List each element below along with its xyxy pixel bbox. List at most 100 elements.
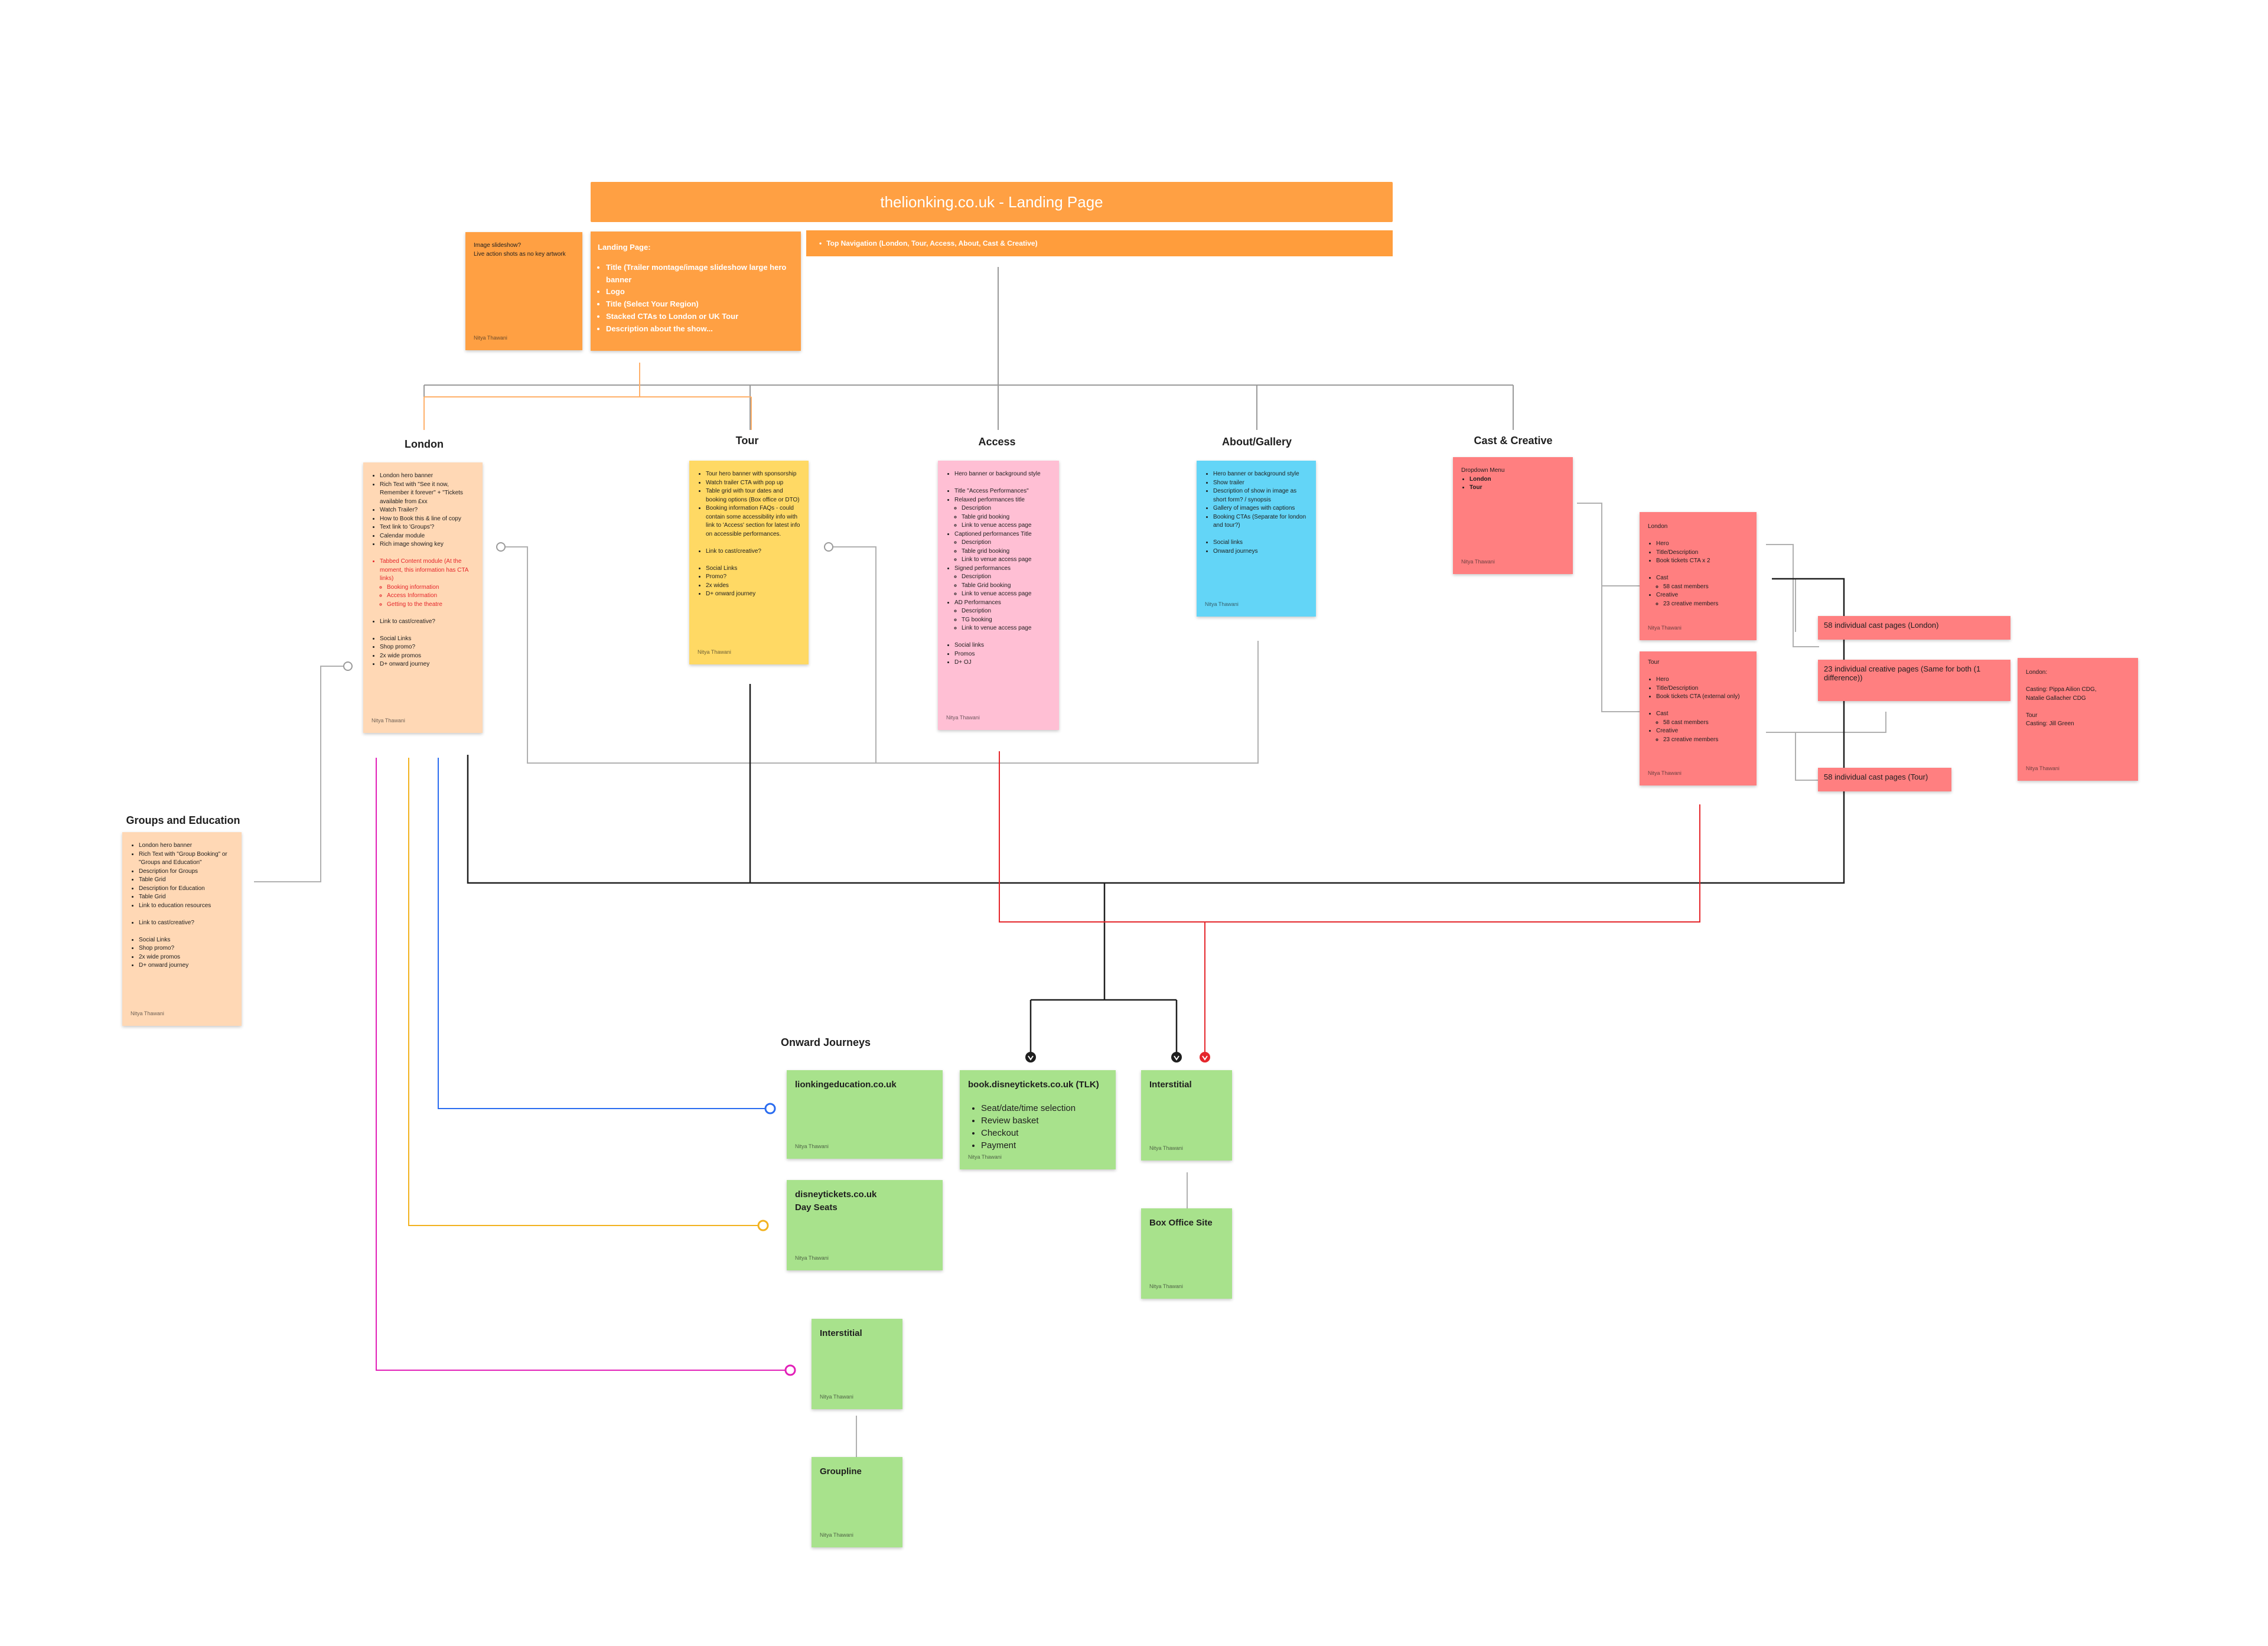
cast-london-list-b: Cast 58 cast members Creative 23 creativ… bbox=[1648, 574, 1748, 608]
list-item: TG booking bbox=[962, 616, 1051, 625]
cast-tour-list-b: Cast 58 cast members Creative 23 creativ… bbox=[1648, 710, 1748, 744]
list-item: Tour hero banner with sponsorship bbox=[706, 470, 800, 479]
cast-london-title: London bbox=[1648, 523, 1668, 530]
author-label: Nitya Thawani bbox=[1461, 558, 1495, 565]
list-item: AD Performances Description TG booking L… bbox=[954, 599, 1051, 633]
list-item: Title "Access Performances" bbox=[954, 487, 1051, 496]
tag-cast-tour: 58 individual cast pages (Tour) bbox=[1818, 768, 1951, 791]
list-item-label: AD Performances bbox=[954, 599, 1001, 606]
list-item: Social links bbox=[1213, 539, 1308, 547]
section-title-about: About/Gallery bbox=[1221, 436, 1292, 448]
list-item: Description bbox=[962, 504, 1051, 513]
groups-note: London hero banner Rich Text with "Group… bbox=[122, 832, 242, 1026]
list-item: Social Links bbox=[139, 936, 233, 945]
london-list-b: Link to cast/creative? bbox=[372, 618, 474, 627]
list-item: 2x wides bbox=[706, 582, 800, 591]
list-item: Rich Text with "Group Booking" or "Group… bbox=[139, 850, 233, 868]
list-item: Social Links bbox=[706, 565, 800, 573]
list-item: Title (Trailer montage/image slideshow l… bbox=[606, 262, 794, 286]
list-item: Link to education resources bbox=[139, 902, 233, 911]
author-label: Nitya Thawani bbox=[131, 1010, 164, 1016]
list-item: Hero bbox=[1656, 676, 1748, 685]
list-item: Hero bbox=[1656, 540, 1748, 549]
list-item: Review basket bbox=[981, 1114, 1107, 1127]
london-list-tabbed: Tabbed Content module (At the moment, th… bbox=[372, 558, 474, 609]
list-item: Table grid booking bbox=[962, 547, 1051, 556]
list-item: Link to cast/creative? bbox=[380, 618, 474, 627]
cast-tour-list: Hero Title/Description Book tickets CTA … bbox=[1648, 676, 1748, 702]
note-title: Groupline bbox=[820, 1466, 862, 1476]
list-item-label: Relaxed performances title bbox=[954, 496, 1025, 503]
casting-tour-title: Tour bbox=[2026, 712, 2038, 719]
list-item: Hero banner or background style bbox=[1213, 470, 1308, 479]
list-item: D+ OJ bbox=[954, 659, 1051, 667]
list-item: 2x wide promos bbox=[380, 652, 474, 661]
list-item: Tour bbox=[1469, 484, 1565, 493]
tour-list-b: Link to cast/creative? bbox=[698, 547, 800, 556]
london-list-c: Social Links Shop promo? 2x wide promos … bbox=[372, 635, 474, 669]
list-item: Link to venue access page bbox=[962, 590, 1051, 599]
list-item: London bbox=[1469, 475, 1565, 484]
list-item: Link to cast/creative? bbox=[706, 547, 800, 556]
image-note-line2: Live action shots as no key artwork bbox=[474, 250, 566, 258]
list-item: Book tickets CTA x 2 bbox=[1656, 557, 1748, 566]
list-item: Description for Education bbox=[139, 885, 233, 894]
interstitial-groups-note: Interstitial Nitya Thawani bbox=[812, 1319, 902, 1409]
author-label: Nitya Thawani bbox=[968, 1153, 1002, 1160]
list-item: Signed performances Description Table Gr… bbox=[954, 565, 1051, 599]
section-title-groups: Groups and Education bbox=[126, 814, 240, 826]
list-item: Text link to 'Groups'? bbox=[380, 523, 474, 532]
cast-tour-note: Tour Hero Title/Description Book tickets… bbox=[1640, 651, 1757, 785]
author-label: Nitya Thawani bbox=[820, 1531, 853, 1538]
list-item: Link to venue access page bbox=[962, 556, 1051, 565]
author-label: Nitya Thawani bbox=[474, 334, 507, 341]
list-item: Stacked CTAs to London or UK Tour bbox=[606, 311, 794, 323]
section-title-cast: Cast & Creative bbox=[1474, 435, 1553, 446]
tag-cast-london: 58 individual cast pages (London) bbox=[1818, 616, 2010, 640]
top-navigation-text: Top Navigation (London, Tour, Access, Ab… bbox=[826, 239, 1038, 247]
author-label: Nitya Thawani bbox=[946, 714, 980, 721]
section-title-tour: Tour bbox=[735, 435, 759, 446]
list-item: Book tickets CTA (external only) bbox=[1656, 693, 1748, 702]
author-label: Nitya Thawani bbox=[372, 717, 405, 723]
list-item: 58 cast members bbox=[1663, 719, 1748, 728]
note-title: Interstitial bbox=[820, 1328, 862, 1338]
casting-london-title: London: bbox=[2026, 669, 2048, 676]
list-item: Title/Description bbox=[1656, 549, 1748, 558]
list-item: Getting to the theatre bbox=[387, 601, 474, 609]
list-item: Link to cast/creative? bbox=[139, 919, 233, 928]
list-item: Table Grid bbox=[139, 893, 233, 902]
list-item: Description for Groups bbox=[139, 868, 233, 876]
list-item: Description bbox=[962, 539, 1051, 547]
casting-london-line: Natalie Gallacher CDG bbox=[2026, 695, 2086, 702]
list-item: Tabbed Content module (At the moment, th… bbox=[380, 558, 474, 609]
list-item: Description about the show... bbox=[606, 323, 794, 335]
box-office-note: Box Office Site Nitya Thawani bbox=[1141, 1208, 1232, 1299]
list-item: Payment bbox=[981, 1139, 1107, 1152]
list-item: D+ onward journey bbox=[706, 590, 800, 599]
list-item: 58 cast members bbox=[1663, 583, 1748, 592]
list-item: Cast 58 cast members bbox=[1656, 574, 1748, 591]
section-title-access: Access bbox=[978, 436, 1016, 448]
note-title: book.disneytickets.co.uk (TLK) bbox=[968, 1080, 1099, 1090]
list-item: Description bbox=[962, 607, 1051, 616]
author-label: Nitya Thawani bbox=[1149, 1145, 1183, 1151]
list-item: Access Information bbox=[387, 592, 474, 601]
list-item: D+ onward journey bbox=[380, 660, 474, 669]
list-item: Table Grid booking bbox=[962, 582, 1051, 591]
list-item: Seat/date/time selection bbox=[981, 1102, 1107, 1114]
cast-london-list: Hero Title/Description Book tickets CTA … bbox=[1648, 540, 1748, 566]
list-item: 23 creative members bbox=[1663, 736, 1748, 745]
list-item: Social Links bbox=[380, 635, 474, 644]
note-title: lionkingeducation.co.uk bbox=[795, 1080, 897, 1090]
list-item: Show trailer bbox=[1213, 479, 1308, 488]
list-item: Social links bbox=[954, 641, 1051, 650]
list-item: Checkout bbox=[981, 1127, 1107, 1139]
list-item: Table grid booking bbox=[962, 513, 1051, 522]
groups-list-c: Social Links Shop promo? 2x wide promos … bbox=[131, 936, 233, 970]
landing-page-note: Landing Page: Title (Trailer montage/ima… bbox=[591, 232, 801, 351]
list-item: Promos bbox=[954, 650, 1051, 659]
casting-tour-line: Casting: Jill Green bbox=[2026, 721, 2074, 727]
list-item: Link to venue access page bbox=[962, 521, 1051, 530]
